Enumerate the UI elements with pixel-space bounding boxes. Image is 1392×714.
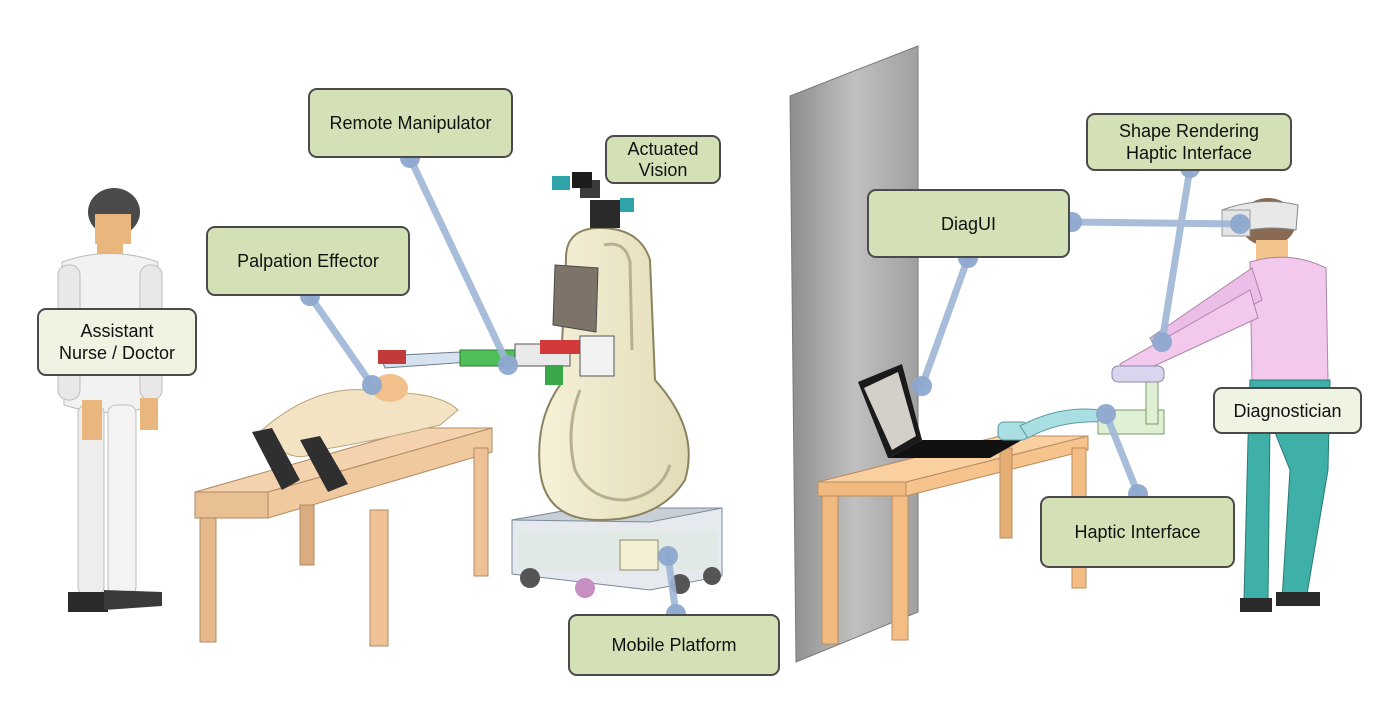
label-shape-rendering: Shape Rendering Haptic Interface (1086, 113, 1292, 171)
label-actuated-vision: Actuated Vision (605, 135, 721, 184)
leader-dot (1230, 214, 1250, 234)
leader-palpation-effector (306, 292, 376, 389)
leader-dot (658, 546, 678, 566)
label-diagnostician-text: Diagnostician (1233, 400, 1342, 421)
label-palpation-effector: Palpation Effector (206, 226, 410, 296)
leader-dot (362, 375, 382, 395)
label-mobile-platform: Mobile Platform (568, 614, 780, 676)
label-diagui-text: DiagUI (940, 213, 997, 234)
leader-dot (1152, 332, 1172, 352)
label-diagnostician: Diagnostician (1213, 387, 1362, 434)
laptop (858, 364, 1022, 458)
patient-figure (252, 374, 459, 492)
leader-lines (306, 154, 1244, 618)
label-actuated-vision-line-1: Actuated (627, 138, 699, 159)
label-remote-manipulator: Remote Manipulator (308, 88, 513, 158)
leader-dot (912, 376, 932, 396)
label-remote-manipulator-text: Remote Manipulator (329, 113, 492, 133)
leader-dot (1096, 404, 1116, 424)
robot (378, 172, 723, 598)
label-assistant-line-1: Assistant (80, 321, 154, 341)
label-haptic-interface: Haptic Interface (1040, 496, 1235, 568)
label-assistant-line-2: Nurse / Doctor (58, 343, 176, 363)
leader-dot (498, 355, 518, 375)
label-mobile-platform-text: Mobile Platform (611, 635, 737, 655)
label-palpation-effector-text: Palpation Effector (237, 251, 379, 271)
leader-shape-rendering-hand (1158, 164, 1194, 346)
leader-shape-rendering-head (1068, 218, 1244, 228)
label-assistant: Assistant Nurse / Doctor (37, 308, 197, 376)
assistant-figure (57, 188, 163, 612)
patient-table (194, 427, 493, 647)
leader-remote-manipulator (406, 154, 512, 369)
leader-diagui (918, 254, 972, 390)
leader-dots (300, 148, 1250, 624)
label-diagui: DiagUI (867, 189, 1070, 258)
label-actuated-vision-line-2: Vision (638, 159, 688, 180)
label-haptic-interface-text: Haptic Interface (1074, 522, 1201, 542)
label-shape-rendering-line-1: Shape Rendering (1118, 121, 1260, 141)
label-shape-rendering-line-2: Haptic Interface (1125, 143, 1253, 163)
leader-haptic-interface (1102, 410, 1142, 498)
